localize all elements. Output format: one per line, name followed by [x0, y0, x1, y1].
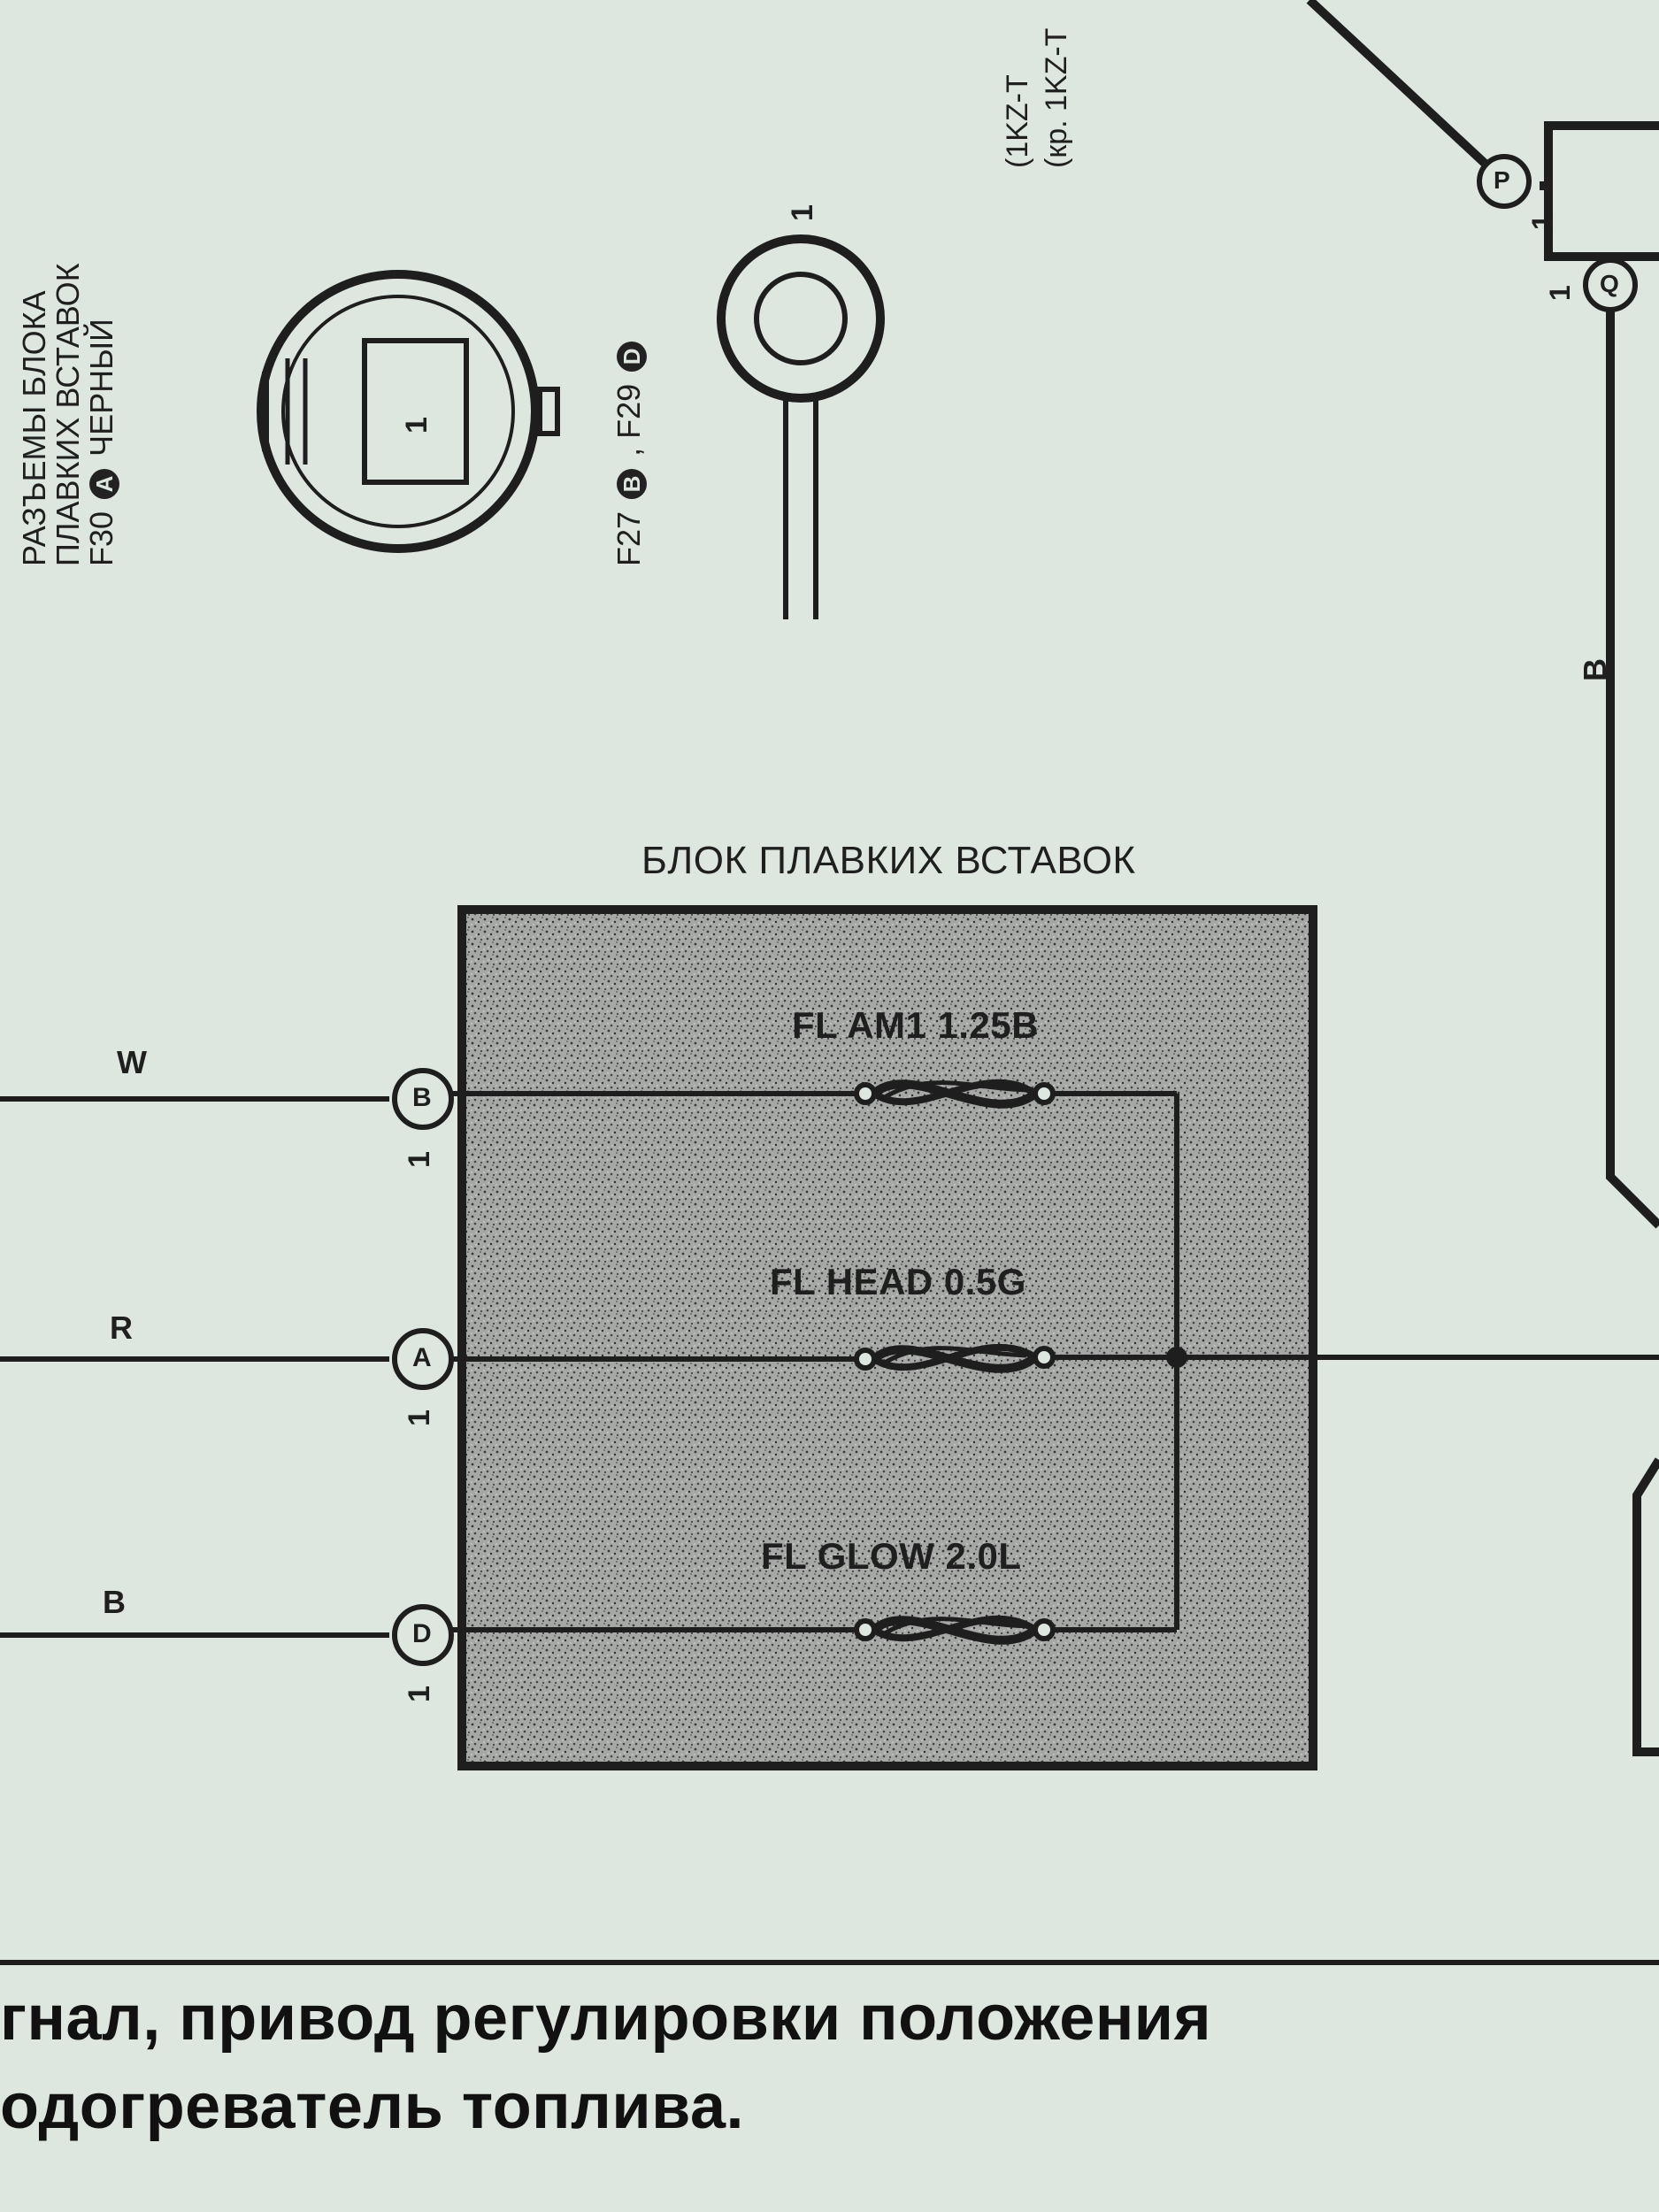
wire-color-w: W	[117, 1044, 147, 1080]
input-connector-a-letter: A	[412, 1343, 432, 1372]
right-connector-p	[1477, 154, 1532, 209]
connector-bd-letter1: B	[617, 468, 647, 499]
input-connector-b	[392, 1068, 454, 1130]
input-connector-a	[392, 1328, 454, 1390]
engine-spec-line2: (кр. 1KZ-T	[1040, 27, 1073, 168]
right-connector-p-letter: P	[1494, 166, 1510, 194]
fuse-symbol-3	[854, 1615, 1056, 1645]
fuse-label-am1: FL AM1 1.25B	[792, 1004, 1040, 1046]
connector-a-label: РАЗЪЕМЫ БЛОКА ПЛАВКИХ ВСТАВОК F30 A ЧЕРН…	[16, 263, 119, 566]
connector-bd-separator: ,	[611, 447, 647, 457]
input-pin-d: 1	[403, 1686, 436, 1702]
right-connector-q-letter: Q	[1600, 270, 1619, 297]
connector-letter-badge: A	[89, 468, 119, 499]
connector-label-line2: ПЛАВКИХ ВСТАВОК	[50, 263, 86, 566]
connector-bd-label: F27 B , F29 D	[611, 338, 648, 566]
caption-line2: одогреватель топлива.	[0, 2071, 745, 2142]
engine-spec: (1KZ-T (кр. 1KZ-T	[998, 28, 1076, 168]
engine-spec-line1: (1KZ-T	[1001, 74, 1034, 168]
right-component-drawing	[1306, 0, 1659, 1756]
connector-label-line3: F30 A ЧЕРНЫЙ	[83, 263, 119, 566]
fuse-label-head: FL HEAD 0.5G	[770, 1261, 1026, 1302]
wire-color-r: R	[110, 1310, 133, 1346]
connector-bd-code2: F29	[611, 383, 647, 439]
fuse-label-glow: FL GLOW 2.0L	[761, 1535, 1022, 1577]
connector-a-drawing	[257, 270, 560, 553]
fuse-block-title: БЛОК ПЛАВКИХ ВСТАВОК	[641, 839, 1136, 882]
right-connector-p-pin: 1	[1526, 214, 1558, 230]
input-pin-b: 1	[403, 1151, 436, 1168]
connector-bd-code1: F27	[611, 511, 647, 566]
input-connector-d	[392, 1604, 454, 1666]
connector-a-pin-number: 1	[400, 417, 434, 434]
caption-line1: гнал, привод регулировки положения	[0, 1983, 1212, 2054]
ring-terminal-drawing	[717, 234, 885, 619]
right-connector-q	[1583, 257, 1638, 312]
connector-label-line1: РАЗЪЕМЫ БЛОКА	[16, 290, 52, 566]
input-connector-d-letter: D	[412, 1619, 432, 1648]
ring-terminal-pin-number: 1	[786, 204, 819, 221]
connector-color: ЧЕРНЫЙ	[83, 319, 119, 457]
input-pin-a: 1	[403, 1409, 436, 1426]
right-connector-q-pin: 1	[1544, 285, 1576, 301]
fuse-symbol-2	[854, 1343, 1056, 1373]
input-connector-b-letter: B	[412, 1083, 432, 1112]
wire-color-b: B	[103, 1584, 126, 1620]
right-wire-color: B	[1577, 658, 1613, 681]
connector-bd-letter2: D	[617, 341, 647, 372]
fuse-symbol-1	[854, 1079, 1056, 1109]
connector-code: F30	[83, 511, 119, 566]
